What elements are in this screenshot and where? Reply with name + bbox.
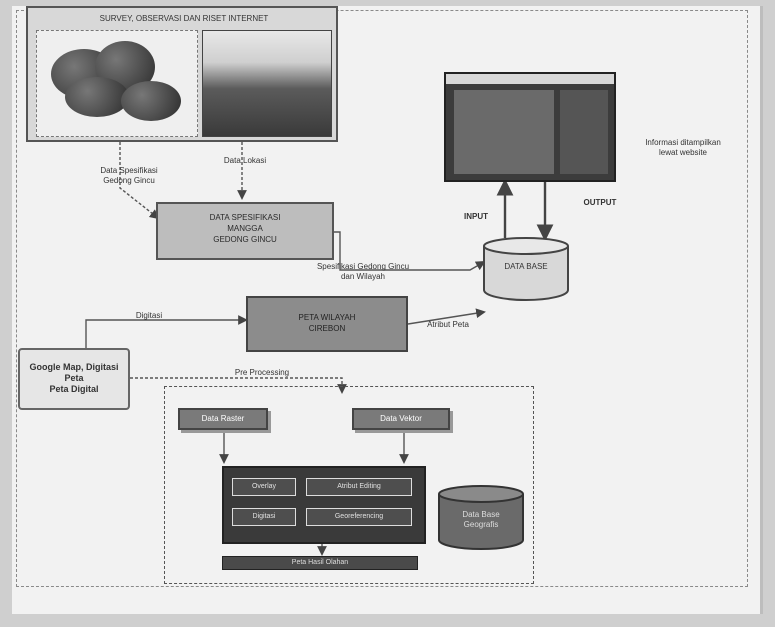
data-spesifikasi-box: DATA SPESIFIKASI MANGGA GEDONG GINCU	[156, 202, 334, 260]
survey-box: SURVEY, OBSERVASI DAN RISET INTERNET	[26, 6, 338, 142]
label-digitasi: Digitasi	[124, 311, 174, 320]
label-atribut-peta: Atribut Peta	[418, 320, 478, 329]
website-side-pane	[560, 90, 608, 174]
mango-fruit-4	[121, 81, 181, 121]
orchard-photo	[202, 30, 332, 137]
database-text: DATA BASE	[498, 262, 554, 271]
website-toolbar	[446, 74, 614, 84]
cell-overlay: Overlay	[232, 478, 296, 496]
label-output: OUTPUT	[570, 198, 630, 207]
google-map-box: Google Map, Digitasi Peta Peta Digital	[18, 348, 130, 410]
survey-title: SURVEY, OBSERVASI DAN RISET INTERNET	[36, 14, 332, 23]
peta-wilayah-box: PETA WILAYAH CIREBON	[246, 296, 408, 352]
mango-photo	[36, 30, 198, 137]
mango-fruit-3	[65, 77, 129, 117]
hasil-olahan-bar: Peta Hasil Olahan	[222, 556, 418, 570]
processing-tools-box: Overlay Atribut Editing Digitasi Georefe…	[222, 466, 426, 544]
cell-georeferencing: Georeferencing	[306, 508, 412, 526]
website-screenshot	[444, 72, 616, 182]
website-map-pane	[454, 90, 554, 174]
tab-data-raster: Data Raster	[178, 408, 268, 430]
label-input: INPUT	[456, 212, 496, 221]
cell-atribut-editing: Atribut Editing	[306, 478, 412, 496]
cell-digitasi: Digitasi	[232, 508, 296, 526]
label-pre-processing: Pre Processing	[222, 368, 302, 377]
label-data-lokasi: Data Lokasi	[210, 156, 280, 165]
tab-data-vektor: Data Vektor	[352, 408, 450, 430]
